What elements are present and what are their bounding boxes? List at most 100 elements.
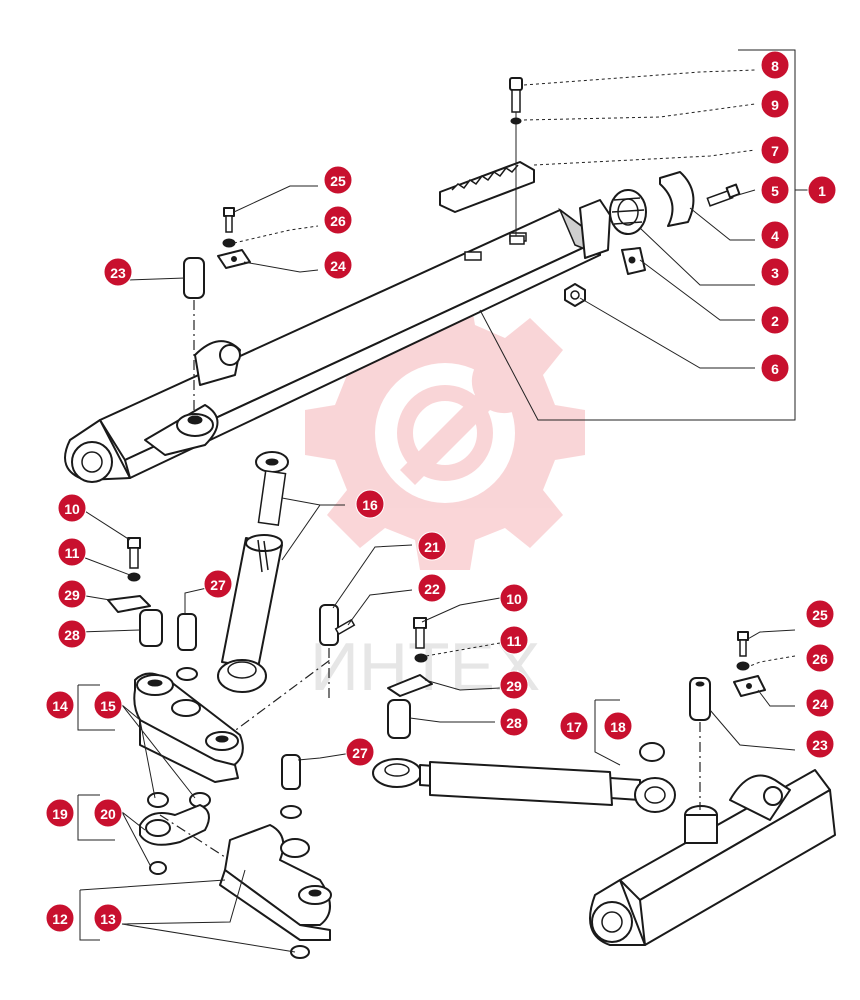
part-28-pin-left: [139, 609, 163, 647]
callout-number: 24: [812, 696, 828, 712]
lower-right-link-arm: [589, 769, 836, 946]
callout-27: 27: [345, 737, 375, 767]
callout-number: 25: [812, 607, 828, 623]
callout-22: 22: [417, 573, 447, 603]
part-3-bearing-ring: [609, 189, 647, 235]
callout-badge: [45, 903, 75, 933]
callout-1: 1: [807, 175, 837, 205]
callout-badge: [760, 89, 790, 119]
callout-23: 23: [103, 257, 133, 287]
callout-15: 15: [93, 690, 123, 720]
callout-number: 5: [771, 183, 779, 199]
callout-badge: [805, 688, 835, 718]
part-13-bushing: [290, 945, 310, 959]
callout-4: 4: [760, 220, 790, 250]
callout-number: 27: [210, 577, 226, 593]
callout-badge: [805, 599, 835, 629]
part-20-link: [139, 804, 210, 875]
callout-24: 24: [805, 688, 835, 718]
callout-badge: [417, 573, 447, 603]
callout-10: 10: [57, 493, 87, 523]
callout-11: 11: [499, 625, 529, 655]
part-10-bolt-right: [413, 617, 427, 649]
callout-badge: [760, 175, 790, 205]
part-16-top-link-rod: [217, 451, 289, 693]
callout-number: 25: [330, 173, 346, 189]
callout-number: 10: [506, 591, 522, 607]
callout-badge: [57, 619, 87, 649]
callout-badge: [807, 175, 837, 205]
callout-number: 1: [818, 183, 826, 199]
callout-badge: [57, 537, 87, 567]
callout-number: 29: [64, 587, 80, 603]
callout-badge: [323, 205, 353, 235]
part-24-plate-upper: [217, 249, 251, 269]
callout-badge: [345, 737, 375, 767]
callout-number: 26: [812, 651, 828, 667]
callout-number: 14: [52, 698, 68, 714]
callout-27: 27: [203, 569, 233, 599]
callout-number: 26: [330, 213, 346, 229]
part-4-clamp-half: [659, 171, 695, 227]
part-25-bolt-upper: [223, 207, 235, 233]
part-11-washer-right: [414, 653, 428, 663]
callout-badge: [499, 707, 529, 737]
callout-badge: [760, 220, 790, 250]
callout-24: 24: [323, 250, 353, 280]
part-12-bracket: [219, 824, 332, 941]
callout-badge: [559, 711, 589, 741]
part-17-turnbuckle: [372, 758, 676, 813]
callout-badge: [499, 583, 529, 613]
part-29-clip-left: [107, 595, 151, 613]
callout-26: 26: [805, 643, 835, 673]
part-14-link-plate: [133, 672, 244, 783]
callout-26: 26: [323, 205, 353, 235]
part-27-pin-left: [176, 613, 198, 681]
callout-number: 18: [610, 719, 626, 735]
callout-number: 20: [100, 806, 116, 822]
callout-number: 11: [65, 545, 80, 561]
part-25-bolt-right: [737, 631, 749, 657]
callout-badge: [760, 305, 790, 335]
callout-number: 29: [506, 678, 522, 694]
part-28-pin-right: [387, 699, 411, 739]
callout-badge: [355, 489, 385, 519]
callout-badge: [323, 250, 353, 280]
part-29-clip-right: [387, 674, 433, 697]
callout-number: 11: [507, 633, 522, 649]
part-9-washer: [510, 117, 522, 125]
callout-number: 19: [52, 806, 68, 822]
callout-badge: [805, 643, 835, 673]
callout-3: 3: [760, 257, 790, 287]
callout-20: 20: [93, 798, 123, 828]
callout-12: 12: [45, 903, 75, 933]
callout-badge: [103, 257, 133, 287]
callout-number: 4: [771, 228, 779, 244]
callout-badge: [93, 903, 123, 933]
callout-21: 21: [417, 531, 447, 561]
callout-number: 3: [771, 265, 779, 281]
callout-badge: [499, 670, 529, 700]
callout-19: 19: [45, 798, 75, 828]
part-26-washer-right: [736, 661, 750, 671]
callout-number: 21: [424, 539, 440, 555]
part-2-plate: [621, 247, 646, 275]
callout-number: 28: [64, 627, 80, 643]
part-24-plate-right: [733, 675, 766, 697]
callout-number: 17: [566, 719, 582, 735]
callout-14: 14: [45, 690, 75, 720]
callout-number: 6: [771, 361, 779, 377]
part-15-bushing: [147, 792, 211, 808]
callout-29: 29: [499, 670, 529, 700]
part-10-bolt-left: [127, 537, 141, 569]
callout-badge: [203, 569, 233, 599]
part-18-bushing: [639, 742, 665, 762]
callout-number: 13: [100, 911, 116, 927]
callout-17: 17: [559, 711, 589, 741]
callout-number: 2: [771, 313, 779, 329]
part-21-pin: [319, 604, 339, 700]
callout-number: 16: [362, 497, 378, 513]
callout-6: 6: [760, 353, 790, 383]
